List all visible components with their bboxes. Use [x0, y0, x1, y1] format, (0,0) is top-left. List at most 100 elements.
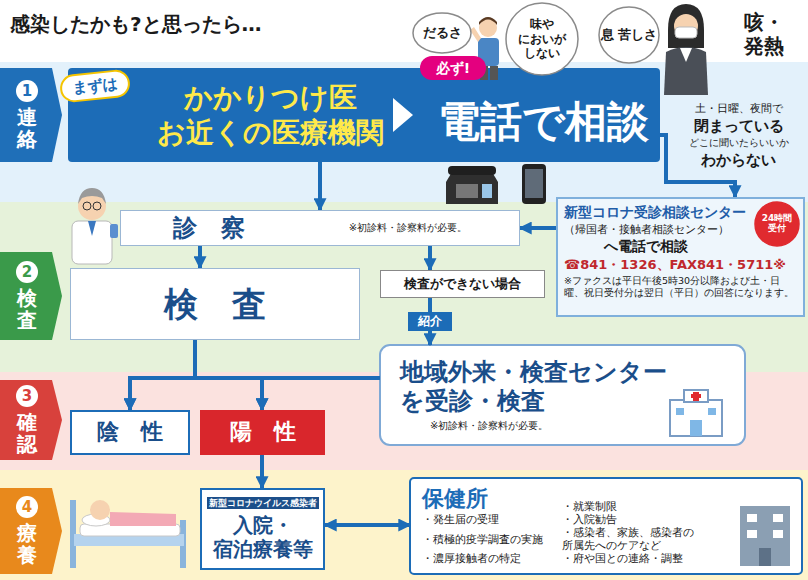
step-tab: 1 連絡 [0, 68, 62, 162]
tab-shape-fill [0, 380, 62, 460]
node-text: 2 [16, 261, 38, 283]
node-text: 電話で相談 [428, 97, 658, 147]
box-fills-part [68, 68, 660, 162]
positive-box: 陽 性 [200, 410, 325, 455]
doctor-part [78, 188, 106, 204]
symptom-bubble: 味や においが しない [505, 2, 579, 76]
node-text: ・濃厚接触者の特定 [422, 552, 562, 565]
node-text: ・入院勧告 [562, 513, 734, 526]
step-tab: 2 検査 [0, 252, 62, 340]
masked-woman-part [668, 4, 704, 48]
node-text: 検査 [17, 287, 37, 331]
node-text: 新型コロナ受診相談センター [564, 204, 746, 221]
masked-woman-part [680, 48, 692, 62]
node-text: ・感染者、家族、感染者の 所属先へのケアなど [562, 526, 734, 552]
node-text: 療養 [17, 522, 37, 566]
office-building-part [747, 530, 757, 538]
connector [325, 523, 410, 527]
negative-box: 陰 性 [70, 410, 190, 455]
node-text: 診 察 [173, 214, 245, 243]
symptom-text: 咳・ 発熱 [728, 10, 800, 58]
node-text: 連絡 [17, 106, 37, 150]
symptom-bubble: 息 苦しさ [598, 6, 660, 64]
node-text: 必ず! [436, 60, 470, 77]
first-badge: まずは [59, 68, 132, 103]
node-text: 息 苦しさ [601, 27, 658, 43]
desk-phone-part [456, 184, 478, 198]
node-text: 入院・ 宿泊療養等 [202, 513, 323, 561]
connector [520, 226, 556, 230]
ellipse-shape-fill [413, 13, 471, 53]
masked-woman-part [664, 47, 708, 95]
tab-shape-fill [0, 488, 62, 574]
smartphone-part [525, 169, 543, 198]
tab-shape-fill [0, 252, 62, 340]
ellipse-shape-fill [755, 202, 799, 246]
node-text: ※初診料・診察料が必要。 [349, 222, 467, 234]
note-text: 土・日曜、夜間で [672, 102, 805, 115]
box-fills-part [380, 345, 745, 445]
note-text: 閉まっている [672, 117, 805, 135]
node-text: 4 [16, 496, 38, 518]
hospital-icon-part [708, 408, 716, 415]
tab-shape-fill [0, 68, 62, 162]
node-text: 1 [16, 80, 38, 102]
patient-bed-part [90, 500, 110, 520]
node-text: 陽 性 [230, 419, 296, 445]
test-box: 検 査 [70, 268, 360, 340]
doctor-part [72, 221, 112, 264]
hospital-icon-part [691, 394, 701, 398]
examination-box: 診 察 ※初診料・診察料が必要。 [120, 210, 520, 246]
box-fills-part [410, 478, 802, 574]
edge-label: 紹介 [408, 312, 452, 330]
masked-woman-part [674, 14, 698, 38]
tired-man-part [479, 17, 497, 25]
node-text: まずは [72, 75, 119, 98]
doctor-part [93, 202, 101, 210]
node-text: 地域外来・検査センター を受診・検査 [400, 358, 680, 416]
ellipse-shape-fill [599, 7, 659, 63]
node-text: 確認 [17, 411, 37, 455]
masked-woman [664, 4, 708, 95]
node-text: 陰 性 [97, 419, 163, 445]
connector [130, 340, 195, 410]
connector [428, 246, 432, 270]
note-text: どこに聞いたらいいか [672, 137, 805, 149]
node-text: ・就業制限 [562, 500, 734, 513]
node-text: 3 [16, 385, 38, 407]
office-building [740, 506, 790, 566]
hospital-icon-part [670, 400, 722, 436]
care-box: 新型コロナウイルス感染者入院・ 宿泊療養等 [200, 488, 325, 570]
office-building-part [740, 506, 790, 566]
doctor-part [83, 202, 91, 210]
hospital-icon [670, 390, 722, 436]
node-text: ・発生届の受理 [422, 513, 562, 526]
smartphone [522, 164, 546, 204]
desk-phone [446, 166, 498, 204]
node-text: ※初診料・診察料が必要。 [430, 420, 548, 432]
node-text: 保健所 [422, 486, 562, 512]
connector [262, 378, 380, 410]
box-fills-part [393, 98, 413, 132]
node-text: 検 査 [164, 284, 266, 325]
node-text: 新型コロナウイルス感染者 [207, 497, 319, 510]
hours-badge: 24時間 受付 [754, 201, 800, 247]
office-building-part [773, 530, 783, 538]
node-text: ※ファクスは平日午後5時30分以降および土・日 曜、祝日受付分は翌日（平日）の回… [564, 275, 797, 298]
node-text: 検査ができない場合 [404, 276, 521, 292]
node-text: だるさ [423, 25, 462, 41]
patient-bed-part [110, 512, 176, 526]
node-text: かかりつけ医 お近くの医療機関 [150, 80, 390, 150]
node-text: ・府や国との連絡・調整 [562, 552, 734, 565]
hospital-icon-part [676, 408, 684, 415]
symptom-bubble: だるさ [412, 12, 472, 54]
node-text: （帰国者・接触者相談センター） [564, 223, 729, 236]
connector [130, 378, 380, 410]
node-text: ☎841・1326、FAX841・5711※ [564, 257, 786, 273]
hospital-icon-part [690, 420, 702, 436]
step-tab: 3 確認 [0, 380, 62, 460]
smartphone-part [522, 164, 546, 204]
doctor-part [110, 224, 118, 238]
contact-band: かかりつけ医 お近くの医療機関電話で相談まずは必ず! [68, 68, 660, 162]
